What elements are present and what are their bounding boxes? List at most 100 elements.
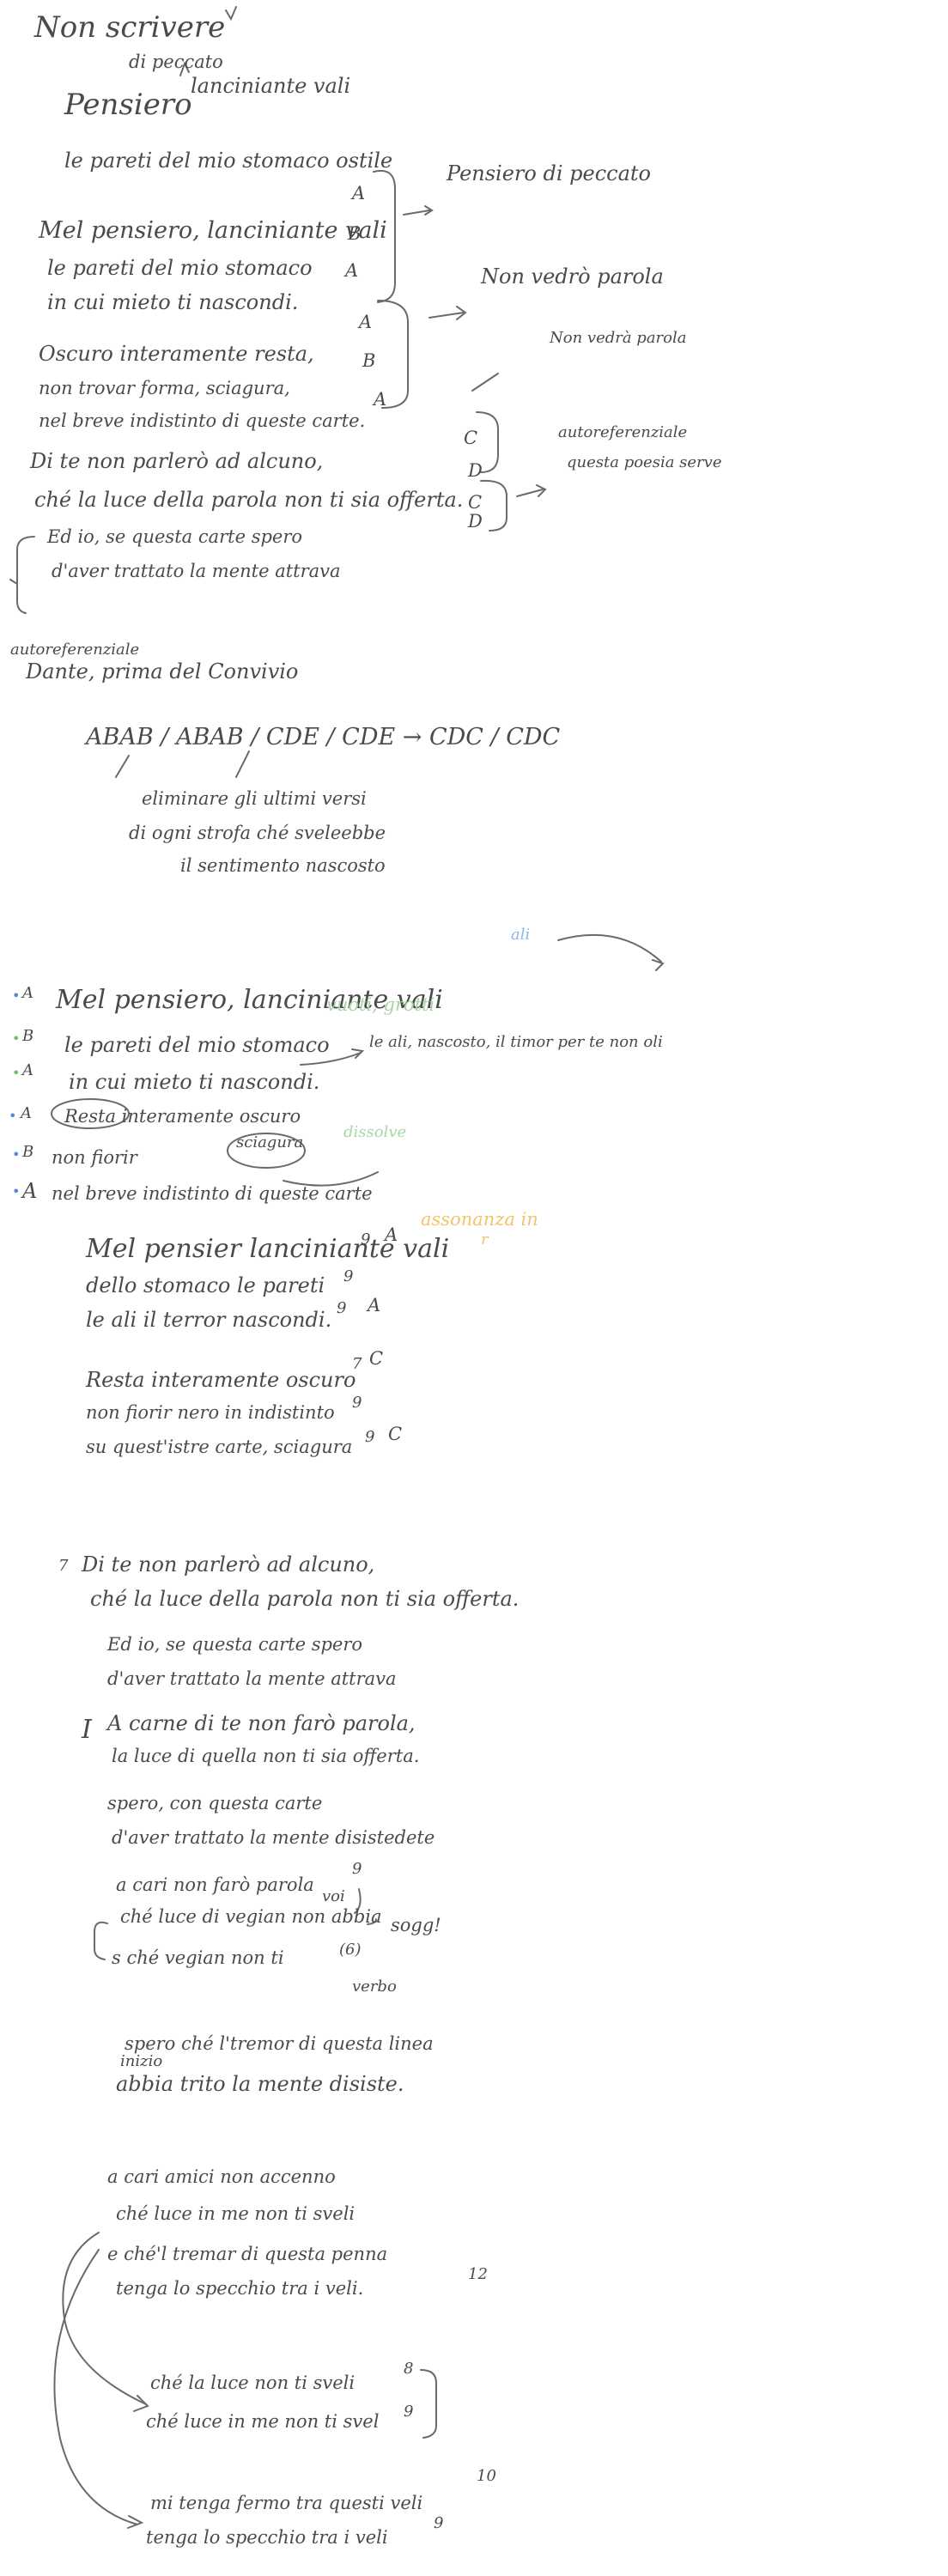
final-b-n-2: 9 (404, 2403, 414, 2421)
stanza4e-inizio: inizio (120, 2052, 163, 2070)
note-left-dante: Dante, prima del Convivio (26, 659, 299, 683)
bracket-1 (373, 170, 396, 303)
stanza4b-line-3: spero, con questa carte (107, 1793, 323, 1814)
stanza2-line-6: nel breve indistinto di queste carte (52, 1183, 373, 1204)
final-c-n-1: 10 (477, 2467, 496, 2485)
stanza4b-line-2: la luce di quella non ti sia offerta. (112, 1746, 420, 1766)
final-a-line-3: e ché'l tremar di questa penna (107, 2244, 388, 2264)
stanza3-r-4: C (369, 1348, 384, 1369)
stanza3-r-3: A (368, 1295, 381, 1315)
stanza4d-verbo: verbo (352, 1978, 397, 1996)
stanza4c-n-1: 9 (352, 1860, 362, 1878)
stanza1-rhyme-5: B (362, 350, 376, 371)
stanza1-rhyme-1: A (352, 183, 366, 204)
stanza1-line-4: Oscuro interamente resta, (39, 342, 314, 366)
stanza2-rhyme-4: A (21, 1104, 32, 1122)
final-b-n-1: 8 (404, 2360, 414, 2378)
stanza4c-line-1: a cari non farò parola (116, 1874, 314, 1895)
stanza4d-line-1: s ché vegian non ti (112, 1947, 284, 1968)
stanza4e-line-1: spero ché l'tremor di questa linea (125, 2033, 434, 2054)
top-line-2a: Pensiero (64, 88, 192, 122)
stanza1-line-7: Di te non parlerò ad alcuno, (30, 449, 324, 473)
stanza1-rhyme-8: D (468, 460, 483, 481)
arrow-curve-2 (53, 2249, 138, 2525)
stanza3-r-6: C (388, 1424, 403, 1444)
stanza2-rhyme-2: B (22, 1027, 34, 1045)
stanza3-n-2: 9 (343, 1267, 354, 1285)
stanza1-rhyme-4: A (359, 312, 373, 332)
final-a-line-4: tenga lo specchio tra i veli. (116, 2278, 364, 2299)
stanza2-line-2: le pareti del mio stomaco (64, 1033, 330, 1057)
stanza4c-line-2: ché luce di vegian non abbia (120, 1906, 382, 1927)
bracket-5 (94, 1921, 108, 1960)
scheme-note-2: di ogni strofa ché sveleebbe (129, 823, 386, 843)
stanza2-mark-5: • (12, 1146, 21, 1163)
stanza4c-voi: voi (322, 1887, 345, 1905)
stanza2-add-6: sciagura (236, 1133, 304, 1151)
ali-arrow (557, 933, 662, 963)
stanza1-rhyme-6: A (374, 389, 387, 410)
stanza2-add-3: le ali, nascosto, il timor per te non ol… (369, 1033, 663, 1051)
oval-resta (51, 1098, 130, 1129)
stanza3-line-3: le ali il terror nascondi. (86, 1308, 332, 1332)
stanza2-line-4: Resta interamente oscuro (64, 1106, 301, 1127)
stanza4a-line-3: Ed io, se questa carte spero (107, 1634, 363, 1655)
stanza2-rhyme-1: A (22, 984, 33, 1002)
stanza3-line-5: non fiorir nero in indistinto (86, 1402, 335, 1423)
stanza3-line-6: su quest'istre carte, sciagura (86, 1437, 353, 1457)
stanza2-mark-6: • (12, 1183, 21, 1200)
stanza2-line-3: in cui mieto ti nascondi. (69, 1070, 320, 1094)
note-autoreferenziale: autoreferenziale (558, 423, 688, 441)
stanza1-rhyme-2: B (348, 223, 362, 244)
arrow-2 (428, 312, 465, 319)
stanza2-mark-4: • (9, 1108, 17, 1124)
stanza4a-line-2: ché la luce della parola non ti sia offe… (90, 1587, 520, 1611)
final-c-line-1: mi tenga fermo tra questi veli (150, 2493, 423, 2513)
bracket-left (16, 536, 35, 614)
stanza3-n-4: 7 (352, 1355, 362, 1373)
stanza3-n-1: 9 (361, 1230, 371, 1249)
note-left-autoreferenziale: autoreferenziale (10, 641, 140, 659)
stanza4b-line-1: A carne di te non farò parola, (107, 1711, 416, 1735)
stanza1-line-8: ché la luce della parola non ti sia offe… (34, 488, 464, 512)
scheme-note-3: il sentimento nascosto (180, 855, 386, 876)
stanza2-mark-1: • (12, 987, 21, 1004)
stanza4c-sogg: sogg! (391, 1915, 441, 1935)
stanza1-line-5: non trovar forma, sciagura, (39, 378, 290, 398)
stanza1-line-1: Mel pensiero, lanciniante vali (39, 217, 387, 244)
final-b-line-1: ché la luce non ti sveli (150, 2372, 356, 2393)
stanza1-rhyme-7: C (464, 428, 478, 448)
stanza2-rhyme-6: A (22, 1179, 38, 1203)
stanza2-line-1: Mel pensiero, lanciniante vali (56, 985, 443, 1015)
note-ali: ali (511, 926, 531, 944)
final-a-n-4: 12 (468, 2265, 488, 2283)
stanza2-rhyme-5: B (22, 1143, 34, 1161)
top-line-2b: lanciniante vali (191, 74, 351, 98)
stanza4a-n-1: 7 (58, 1557, 69, 1575)
stanza1-rhyme-10: D (468, 511, 483, 532)
stanza4b-n-1: I (82, 1715, 92, 1745)
note-pensiero-di-peccato: Pensiero di peccato (447, 161, 651, 185)
top-line-3: le pareti del mio stomaco ostile (64, 149, 393, 173)
stanza2-dissolve: dissolve (343, 1123, 407, 1141)
final-c-line-2: tenga lo specchio tra i veli (146, 2527, 388, 2548)
stanza2-mark-3: • (12, 1065, 21, 1081)
final-a-line-2: ché luce in me non ti sveli (116, 2203, 356, 2224)
stanza1-rhyme-3: A (345, 260, 359, 281)
arrow-3 (471, 373, 499, 392)
stanza3-line-1: Mel pensier lanciniante vali (86, 1234, 450, 1264)
note-assonanza: assonanza in (421, 1209, 538, 1230)
caret-mark-2 (179, 61, 190, 76)
bracket-4 (480, 479, 507, 532)
stanza1-line-9: Ed io, se questa carte spero (47, 526, 303, 547)
note-assonanza-r: r (481, 1230, 489, 1249)
stanza2-rhyme-3: A (22, 1061, 33, 1079)
note-non-vedro-parola: Non vedrò parola (481, 264, 664, 289)
arrow-5 (300, 1052, 362, 1066)
stanza2-add-2: vuoti, grotti (326, 994, 435, 1015)
caret-mark (225, 6, 237, 21)
final-c-n-2: 9 (434, 2514, 444, 2532)
arrow-1 (403, 210, 430, 216)
stanza3-n-3: 9 (337, 1299, 347, 1317)
stanza3-r-1: A (385, 1224, 398, 1245)
